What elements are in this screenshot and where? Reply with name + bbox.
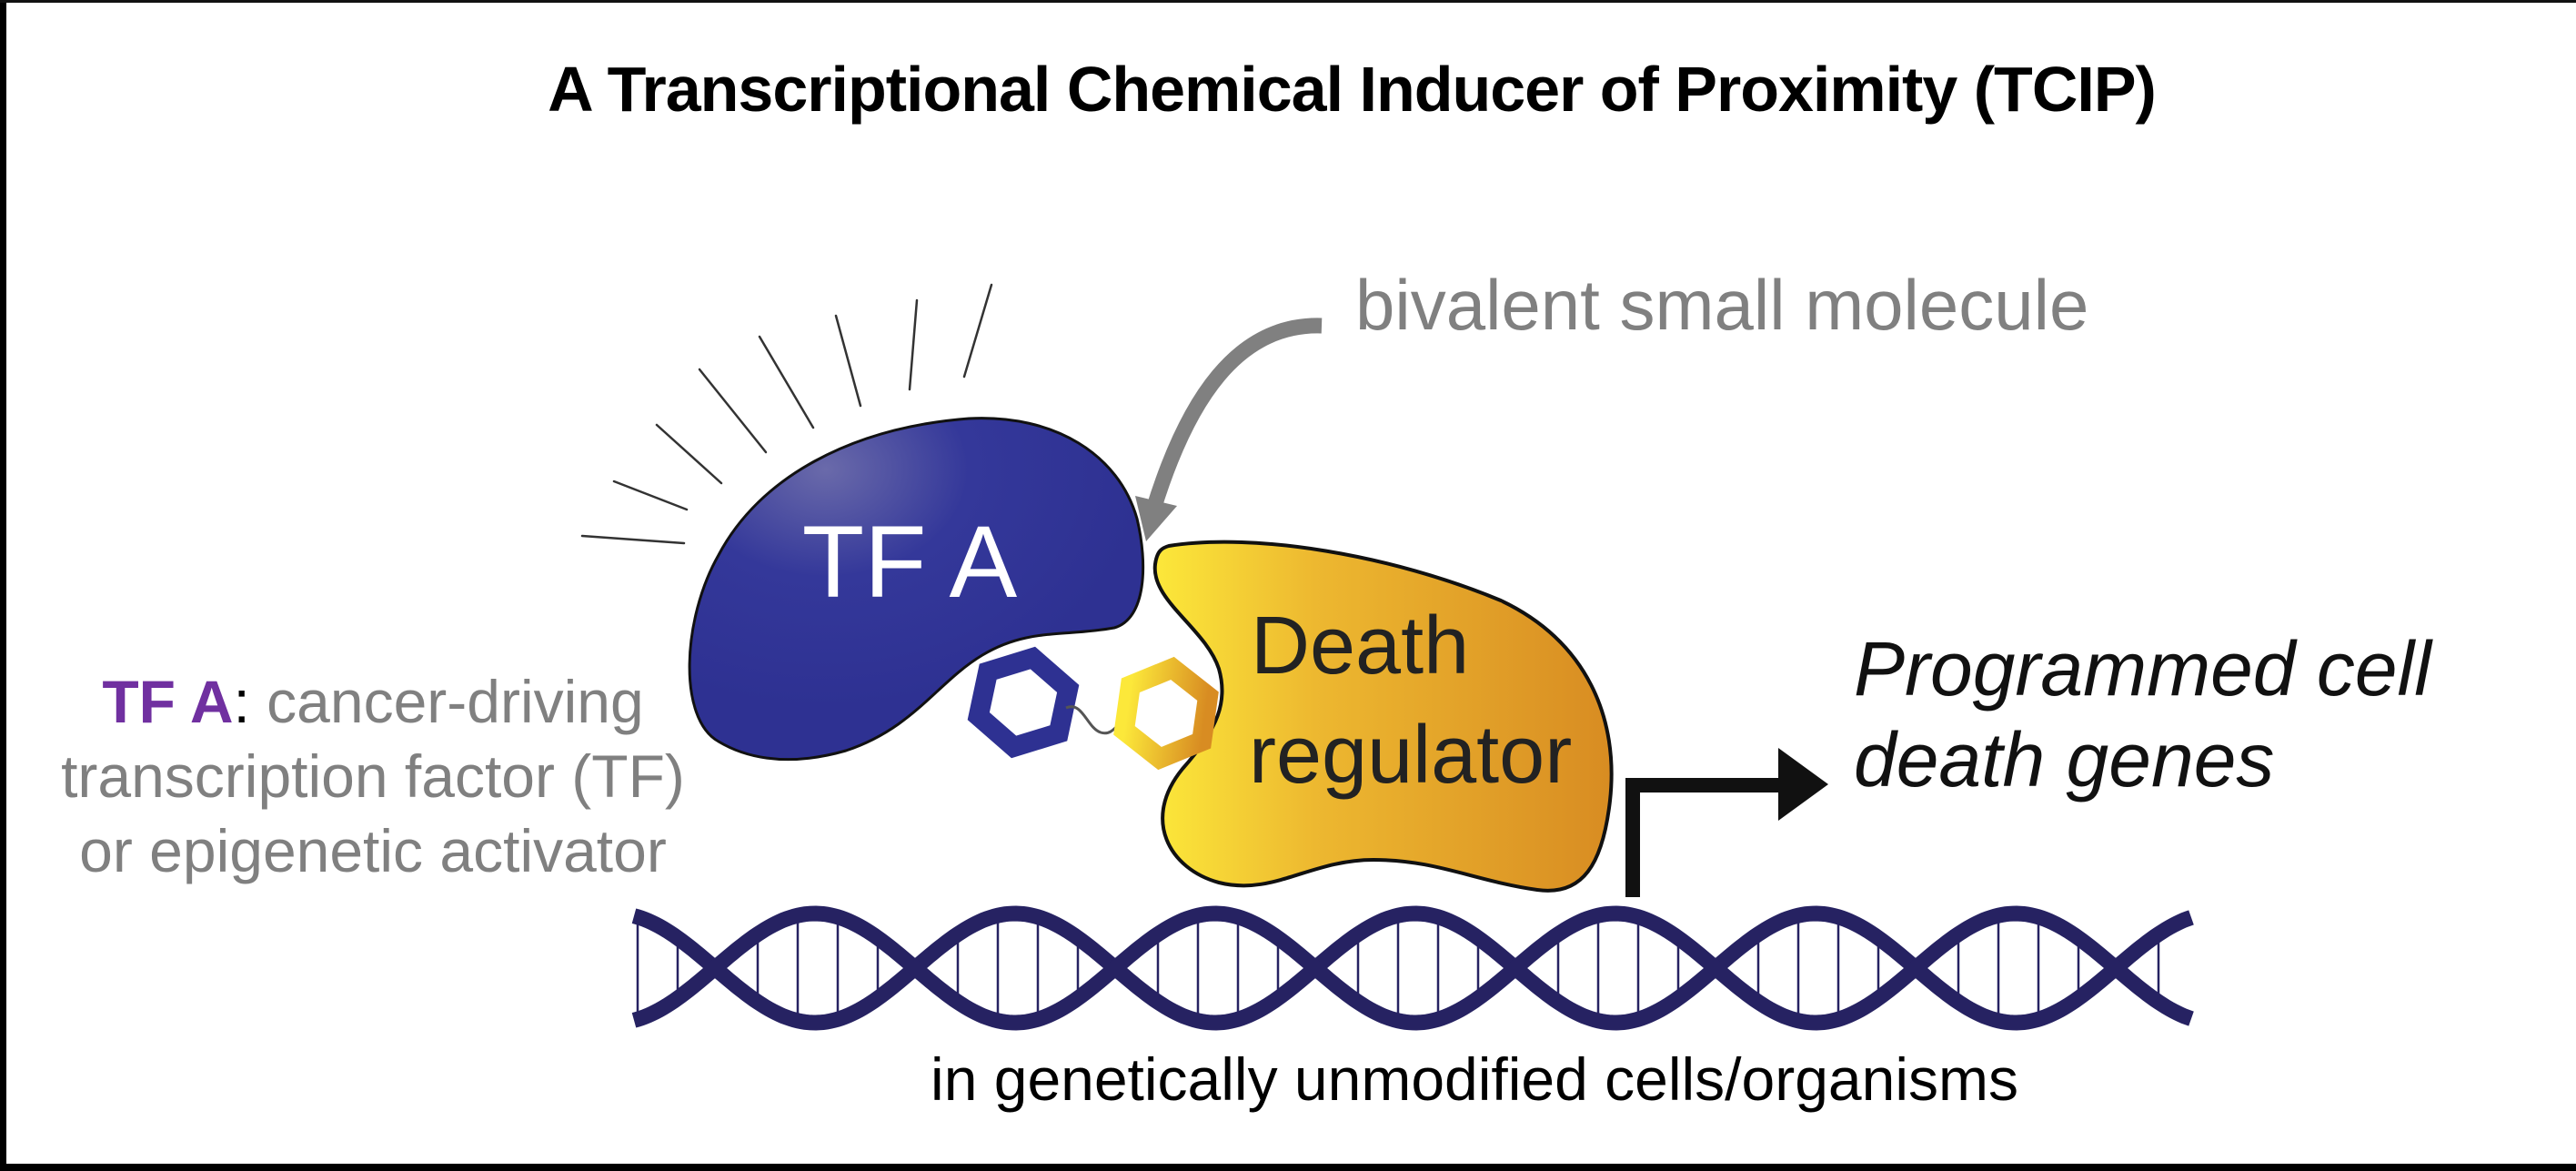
rays-icon [580,283,993,545]
tf-a-definition-line1: TF A: cancer-driving [18,664,728,739]
death-regulator-label-line2: regulator [1249,710,1572,801]
programmed-line1: Programmed cell [1854,626,2431,712]
tf-a-definition-line2: transcription factor (TF) [61,742,685,810]
bent-arrow-icon [1625,748,1828,897]
death-regulator-label-line1: Death [1251,601,1469,691]
tf-a-colon: : [233,668,250,735]
diagram-title: A Transcriptional Chemical Inducer of Pr… [548,54,2157,125]
frame-left-border [0,0,6,1171]
curved-arrow-icon [1135,318,1323,541]
frame-top-border [0,0,2576,3]
tf-a-definition-text: cancer-driving [249,668,644,735]
programmed-line2: death genes [1854,717,2275,803]
tf-a-definition-line3: or epigenetic activator [79,817,667,884]
hexagon-icon [967,646,1080,759]
frame-bottom-border [0,1164,2576,1171]
programmed-cell-death-genes-label: Programmed cell death genes [1854,623,2431,805]
dna-strand-1 [631,905,2194,1031]
tf-a-definition: TF A: cancer-driving transcription facto… [18,664,728,888]
tf-a-shape-label: TF A [802,505,1018,619]
dna-strand-2 [631,905,2194,1031]
tf-a-term: TF A [102,668,234,735]
bivalent-small-molecule-label: bivalent small molecule [1355,265,2089,345]
dna-helix-icon [631,905,2194,1031]
death-regulator-shape [1152,540,1614,893]
bottom-caption: in genetically unmodified cells/organism… [931,1045,2018,1113]
tf-a-protein-shape [688,417,1145,762]
hexagon-icon [1113,656,1219,771]
